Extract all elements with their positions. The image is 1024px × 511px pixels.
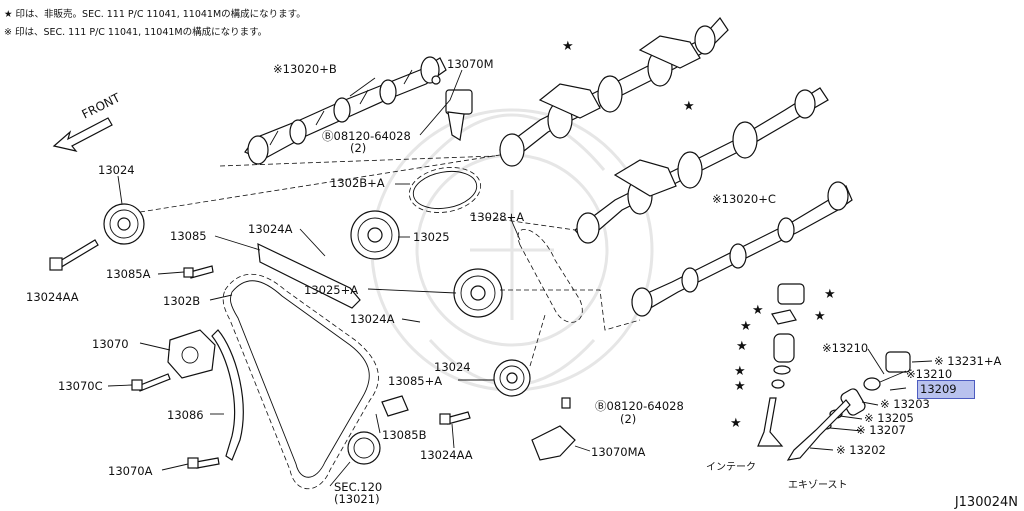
sprocket-13024-center [493, 359, 531, 397]
label-sec120-sub: (13021) [334, 492, 380, 506]
label-13025[interactable]: 13025 [413, 230, 450, 244]
label-13085a[interactable]: 13085A [106, 267, 151, 281]
label-13024aa-2[interactable]: 13024AA [420, 448, 473, 462]
label-13024a[interactable]: 13024A [248, 222, 293, 236]
sprocket-13025 [350, 210, 400, 260]
svg-text:★: ★ [683, 99, 695, 114]
bolt-13024aa-center [439, 411, 471, 425]
sprocket-13025a [453, 268, 503, 318]
svg-text:★: ★ [734, 379, 746, 394]
label-13205[interactable]: ※ 13205 [864, 411, 914, 425]
guide-13085-small [381, 395, 409, 417]
chain-1302b [222, 273, 379, 489]
sensor-13070m [431, 75, 473, 141]
camshaft-13020c [631, 181, 853, 317]
label-13210-b[interactable]: ※13210 [906, 367, 953, 381]
bolt-13024aa-left [49, 239, 99, 271]
label-13203[interactable]: ※ 13203 [880, 397, 930, 411]
tensioner-13070 [167, 329, 216, 379]
bolt-13070a [187, 457, 220, 469]
label-13025a[interactable]: 13025+A [304, 283, 359, 297]
label-13070c[interactable]: 13070C [58, 379, 103, 393]
bolt-13070c [131, 373, 171, 392]
label-13209-highlighted[interactable]: 13209 [917, 380, 975, 399]
label-13024[interactable]: 13024 [98, 163, 135, 177]
svg-text:★: ★ [814, 309, 826, 324]
svg-text:★: ★ [734, 364, 746, 379]
label-13070ma[interactable]: 13070MA [591, 445, 646, 459]
diagram-code: J130024N [954, 495, 1018, 510]
camshaft-upper-right [499, 17, 729, 167]
leader-lines [107, 69, 933, 487]
svg-text:★: ★ [730, 416, 742, 431]
label-13028a[interactable]: 13028+A [470, 210, 525, 224]
camshaft-13020b [244, 56, 447, 165]
crank-sprocket [347, 431, 381, 465]
label-13020b[interactable]: ※13020+B [273, 62, 337, 76]
label-13086[interactable]: 13086 [167, 408, 204, 422]
chain-1302b-a [408, 167, 482, 213]
note-asterisk: ※ 印は、SEC. 111 P/C 11041, 11041Mの構成になります。 [4, 27, 268, 38]
label-13085-plus-a[interactable]: 13085+A [388, 374, 443, 388]
bolt-13085a [183, 265, 214, 279]
label-13210-a[interactable]: ※13210 [822, 341, 869, 355]
label-08120b-qty: (2) [620, 412, 637, 426]
svg-text:★: ★ [562, 39, 574, 54]
sprocket-13024 [103, 203, 145, 245]
label-13207[interactable]: ※ 13207 [856, 423, 906, 437]
label-13085[interactable]: 13085 [170, 229, 207, 243]
label-intake: インテーク [706, 462, 756, 473]
svg-text:★: ★ [740, 319, 752, 334]
svg-text:★: ★ [824, 287, 836, 302]
chain-13028-a [517, 229, 583, 323]
label-13020c[interactable]: ※13020+C [712, 192, 776, 206]
guide-13086 [211, 329, 244, 461]
valve-train-intake [757, 283, 805, 447]
label-1302b-a[interactable]: 1302B+A [330, 176, 385, 190]
svg-text:★: ★ [736, 339, 748, 354]
camshaft-middle-right [574, 87, 829, 244]
dashed-lines [139, 154, 641, 367]
label-13070[interactable]: 13070 [92, 337, 129, 351]
star-marks: ★ ★ ★ ★ ★ ★ ★ ★ ★ ★ [562, 39, 836, 431]
label-08120a[interactable]: Ⓑ08120-64028 [322, 129, 411, 143]
note-star: ★ 印は、非販売。SEC. 111 P/C 11041, 11041Mの構成にな… [4, 9, 306, 20]
valve-train-exhaust [786, 351, 911, 461]
label-13070m[interactable]: 13070M [447, 57, 494, 71]
svg-text:★: ★ [752, 303, 764, 318]
label-13024-center[interactable]: 13024 [434, 360, 471, 374]
label-1302b[interactable]: 1302B [163, 294, 201, 308]
label-13202[interactable]: ※ 13202 [836, 443, 886, 457]
label-13024aa[interactable]: 13024AA [26, 290, 79, 304]
guide-13085 [257, 242, 361, 309]
label-exhaust: エキゾースト [788, 480, 848, 491]
label-08120b[interactable]: Ⓑ08120-64028 [595, 399, 684, 413]
label-sec120[interactable]: SEC.120 [334, 480, 383, 494]
label-13070a[interactable]: 13070A [108, 464, 153, 478]
sensor-13070ma [531, 397, 576, 461]
label-08120a-qty: (2) [350, 141, 367, 155]
label-13231a[interactable]: ※ 13231+A [934, 354, 1002, 368]
label-13085b[interactable]: 13085B [382, 428, 427, 442]
front-arrow [52, 117, 113, 152]
label-13024a-2[interactable]: 13024A [350, 312, 395, 326]
